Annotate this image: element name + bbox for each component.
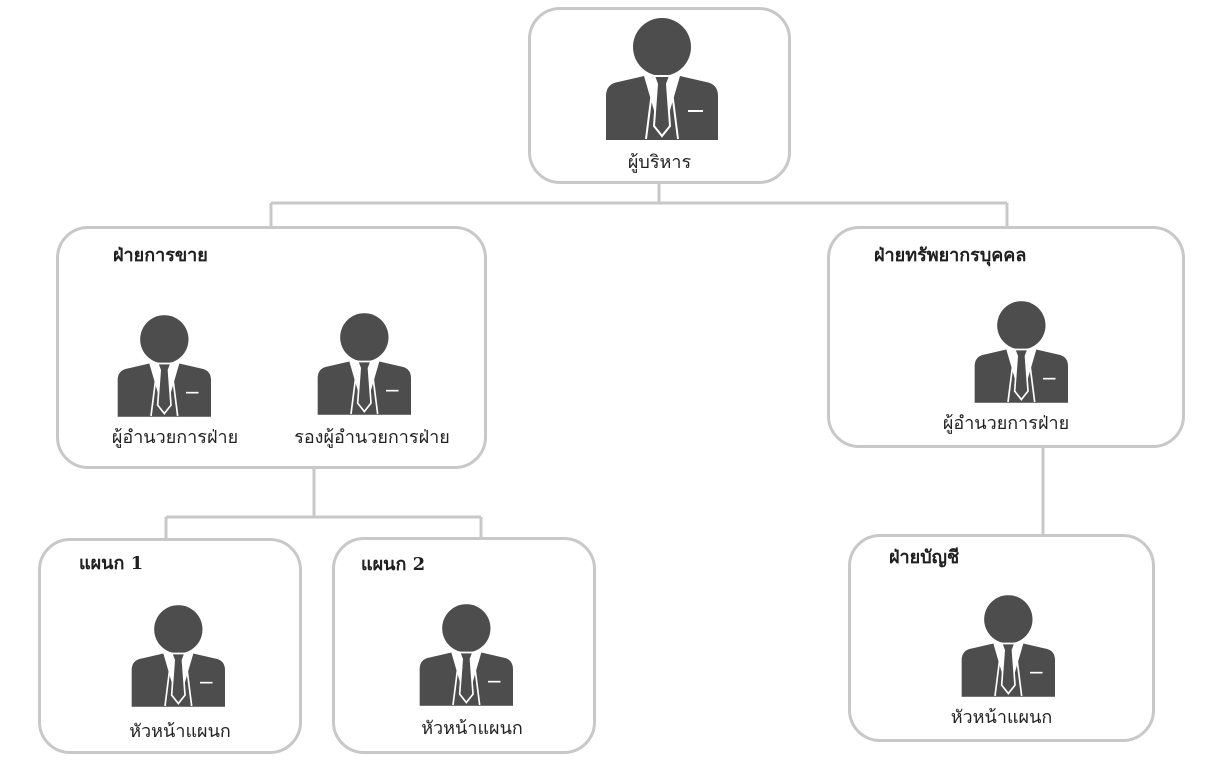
section-1-box: แผนก 1 หัวหน้าแผนก <box>38 538 302 754</box>
hr-department-box: ฝ่ายทรัพยากรบุคคล ผู้อำนวยการฝ่าย <box>827 226 1185 448</box>
executive-role-label: ผู้บริหาร <box>627 152 692 173</box>
sales-department-box: ฝ่ายการขาย ผู้อำนวยการฝ่าย รองผู้อำนวยกา… <box>56 226 487 469</box>
section-2-title: แผนก 2 <box>361 554 426 575</box>
businessman-icon <box>960 595 1060 697</box>
sales-department-title: ฝ่ายการขาย <box>113 245 208 266</box>
businessman-icon <box>130 605 230 707</box>
executive-box: ผู้บริหาร <box>528 7 791 184</box>
section-2-head-label: หัวหน้าแผนก <box>421 718 523 739</box>
sales-deputy-director-label: รองผู้อำนวยการฝ่าย <box>294 427 450 448</box>
sales-director-label: ผู้อำนวยการฝ่าย <box>111 427 239 448</box>
businessman-icon <box>973 301 1073 403</box>
accounting-department-box: ฝ่ายบัญชี หัวหน้าแผนก <box>848 534 1155 742</box>
businessman-icon <box>316 313 416 415</box>
accounting-head-label: หัวหน้าแผนก <box>950 707 1053 728</box>
accounting-department-title: ฝ่ายบัญชี <box>889 547 960 568</box>
hr-department-title: ฝ่ายทรัพยากรบุคคล <box>874 245 1027 266</box>
section-1-title: แผนก 1 <box>79 553 144 574</box>
businessman-icon <box>604 18 724 140</box>
section-2-box: แผนก 2 หัวหน้าแผนก <box>332 537 596 754</box>
businessman-icon <box>418 604 518 706</box>
hr-director-label: ผู้อำนวยการฝ่าย <box>942 413 1070 434</box>
section-1-head-label: หัวหน้าแผนก <box>129 721 231 742</box>
businessman-icon <box>116 315 216 417</box>
